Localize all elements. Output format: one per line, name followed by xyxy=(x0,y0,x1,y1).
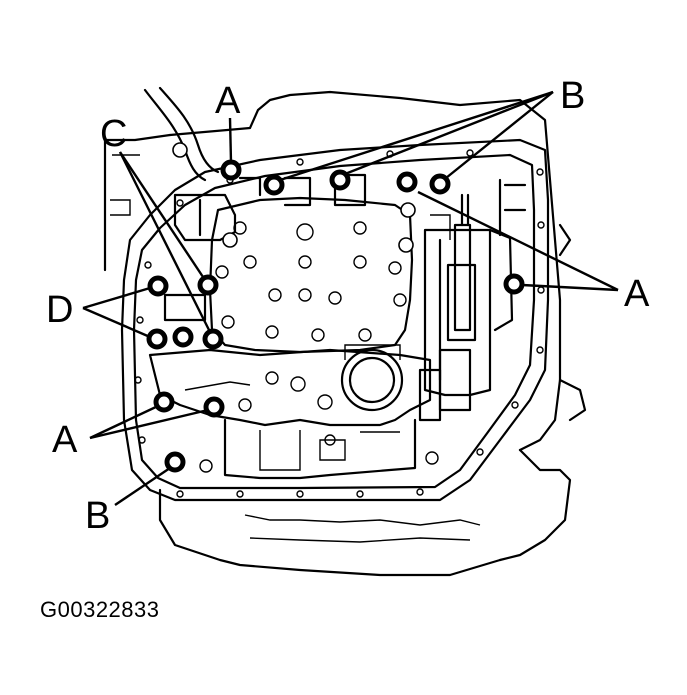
label-a-right: A xyxy=(624,273,650,315)
bolt-c-2 xyxy=(202,328,224,350)
bolt-a-left-2 xyxy=(203,396,225,418)
valve-body xyxy=(148,196,439,480)
figure-id: G00322833 xyxy=(40,597,160,622)
label-a-top: A xyxy=(215,80,241,122)
bolt-a-top xyxy=(220,159,242,181)
callout-labels: A B C D A A B xyxy=(46,75,650,537)
bolt-d-1 xyxy=(147,275,169,297)
leader-lines xyxy=(82,90,619,506)
bolt-d-3 xyxy=(172,326,194,348)
label-d: D xyxy=(46,289,73,331)
bolt-d-2 xyxy=(146,328,168,350)
label-b-top: B xyxy=(560,75,585,117)
bolt-a-right xyxy=(503,273,525,295)
bolt-b-2 xyxy=(329,169,351,191)
bolt-b-1 xyxy=(263,174,285,196)
bolt-c-1 xyxy=(197,274,219,296)
bolts xyxy=(172,142,416,253)
bolt-b-lower xyxy=(164,451,186,473)
bolt-b-3 xyxy=(396,171,418,193)
pan-rim xyxy=(120,138,550,502)
label-c: C xyxy=(100,113,127,155)
bolt-b-4 xyxy=(429,173,451,195)
label-b-bottom: B xyxy=(85,495,110,537)
label-a-left: A xyxy=(52,419,78,461)
bolt-a-left-1 xyxy=(153,391,175,413)
highlighted-bolts xyxy=(146,159,525,473)
solenoid-assembly xyxy=(163,173,527,422)
transmission-case xyxy=(103,86,587,577)
